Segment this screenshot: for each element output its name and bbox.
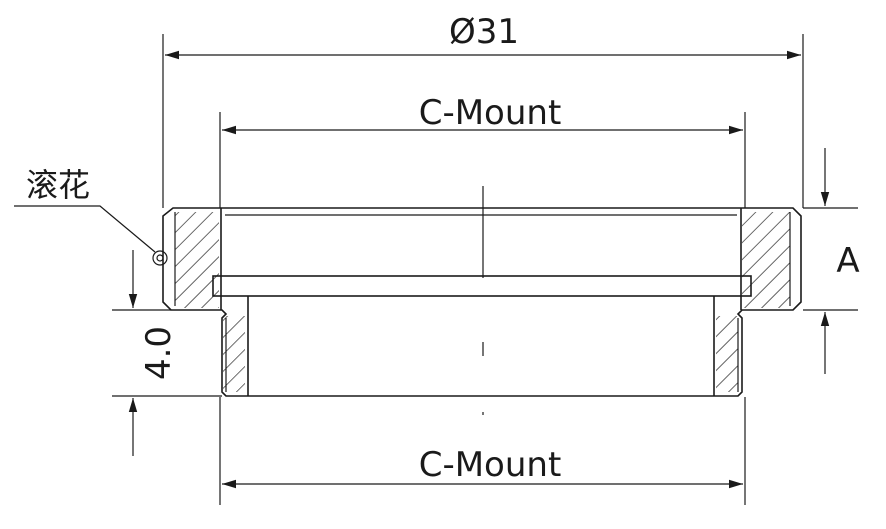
- hatch-right-flange: [742, 212, 790, 308]
- dimension-height-40: 4.0: [112, 250, 222, 456]
- knurl-callout: 滚花: [14, 166, 168, 266]
- top-thread-label: C-Mount: [419, 93, 562, 133]
- dimension-bottom-thread: C-Mount: [219, 397, 746, 505]
- groove: [212, 275, 752, 297]
- dimension-top-thread: C-Mount: [219, 93, 746, 208]
- knurl-note-label: 滚花: [26, 166, 90, 204]
- outer-outline: [162, 207, 802, 397]
- outer-diameter-label: Ø31: [449, 12, 519, 52]
- bottom-thread-label: C-Mount: [419, 445, 562, 485]
- part-cross-section: [162, 186, 802, 415]
- hatch-right-body: [716, 316, 738, 392]
- knurl-leader-line: [14, 205, 156, 253]
- hatch-left-body: [223, 316, 245, 392]
- dimension-outer-diameter: Ø31: [162, 12, 804, 208]
- height-a-label: A: [836, 241, 859, 281]
- dimension-height-a: A: [803, 148, 860, 374]
- knurl-symbol-outer: [152, 250, 168, 266]
- hatch-left-flange: [175, 212, 219, 308]
- height-40-label: 4.0: [139, 326, 179, 380]
- knurl-symbol-inner: [156, 254, 164, 262]
